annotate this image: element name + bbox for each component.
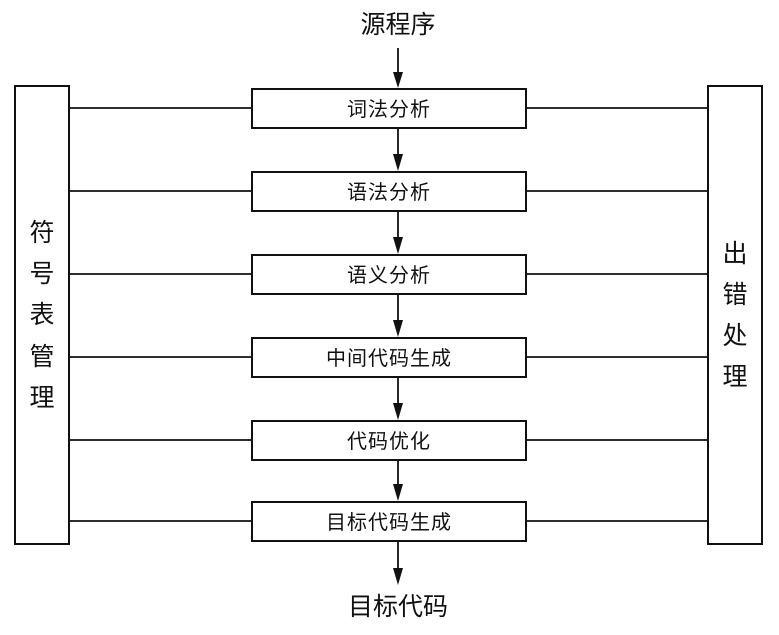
stage-label: 语义分析 [347,262,431,287]
stage-lexical-analysis: 词法分析 [251,88,527,129]
flow-arrow-output [393,541,403,585]
stage-target-code-generation: 目标代码生成 [251,501,527,542]
stage-semantic-analysis: 语义分析 [251,254,527,295]
stage-code-optimization: 代码优化 [251,420,527,461]
stage-label: 词法分析 [347,96,431,121]
error-handling-panel-label: 出错处理 [722,238,748,392]
flow-arrow-2 [393,211,403,254]
stage-label: 目标代码生成 [326,509,452,534]
flow-arrow-3 [393,294,403,337]
stage-label: 代码优化 [347,428,431,453]
stage-label: 语法分析 [347,179,431,204]
target-code-label: 目标代码 [347,592,449,621]
source-program-label: 源程序 [360,10,436,39]
flow-arrow-input [393,48,403,88]
symbol-table-panel-label: 符号表管理 [29,217,55,412]
stage-label: 中间代码生成 [326,345,452,370]
flow-arrow-4 [393,377,403,420]
stage-intermediate-code-generation: 中间代码生成 [251,337,527,378]
stage-syntax-analysis: 语法分析 [251,171,527,212]
flow-arrow-5 [393,460,403,501]
error-handling-panel: 出错处理 [707,85,763,545]
flow-arrow-1 [393,128,403,171]
symbol-table-panel: 符号表管理 [14,85,70,545]
